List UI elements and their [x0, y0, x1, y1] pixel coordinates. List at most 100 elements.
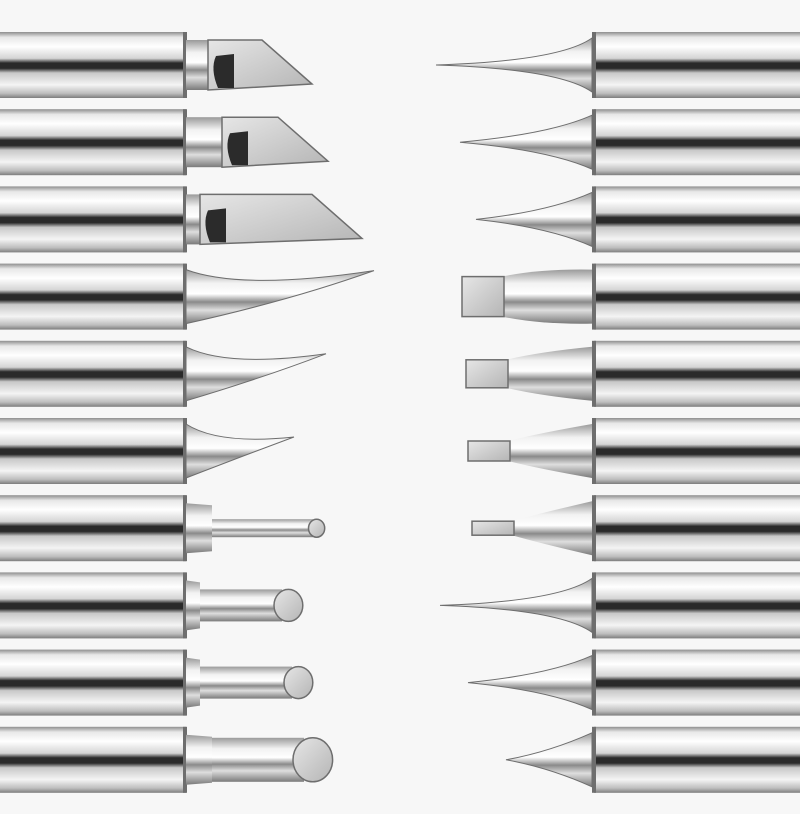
tip-conical-b-short: [459, 109, 800, 176]
barrel: [0, 649, 186, 716]
barrel-rim: [592, 109, 596, 176]
bent-tip: [185, 268, 375, 325]
barrel: [0, 263, 186, 330]
barrel: [0, 495, 186, 562]
blade-shadow: [213, 54, 234, 88]
cone: [439, 577, 593, 634]
tip-conical-i-fine: [435, 32, 800, 98]
bevel-face: [292, 737, 334, 783]
tip-bevel-c-small: [0, 495, 326, 562]
tip-knife-k-large: [0, 32, 314, 98]
neck: [186, 580, 200, 631]
shaft: [212, 737, 304, 782]
barrel-rim: [183, 186, 187, 253]
tip-knife-k-wide: [0, 186, 364, 253]
taper: [512, 501, 592, 556]
bevel-face: [273, 588, 304, 623]
tip-chisel-d-small: [467, 418, 800, 484]
neck: [186, 657, 200, 708]
cone: [475, 191, 593, 248]
shaft: [200, 666, 292, 699]
barrel: [594, 263, 800, 330]
bevel-face: [283, 665, 314, 700]
chisel-face: [471, 520, 515, 536]
tip-chisel-d-medium: [465, 340, 800, 407]
barrel-rim: [592, 572, 596, 639]
cone: [459, 114, 593, 170]
tip-bevel-c-medium: [0, 572, 304, 639]
bent-tip: [185, 423, 295, 479]
barrel-rim: [183, 109, 187, 176]
cone: [435, 37, 593, 93]
barrel-rim: [592, 340, 596, 407]
barrel-rim: [183, 572, 187, 639]
barrel: [0, 418, 186, 484]
cone: [505, 732, 593, 788]
barrel-rim: [592, 495, 596, 562]
tip-conical-b-fine: [505, 726, 800, 793]
barrel: [0, 726, 186, 793]
barrel-rim: [183, 726, 187, 793]
barrel: [594, 495, 800, 562]
neck: [186, 734, 212, 785]
chisel-face: [467, 440, 511, 462]
right-tip-column: [435, 32, 800, 793]
blade: [199, 193, 364, 246]
barrel: [0, 572, 186, 639]
neck: [186, 117, 222, 168]
tip-bent-is-short: [0, 418, 295, 484]
barrel-rim: [592, 32, 596, 98]
barrel: [0, 186, 186, 253]
barrel-rim: [592, 186, 596, 253]
cone: [467, 654, 593, 711]
barrel-rim: [183, 263, 187, 330]
neck: [186, 40, 208, 90]
barrel: [594, 572, 800, 639]
tip-conical-b-long: [467, 649, 800, 716]
barrel: [594, 186, 800, 253]
barrel-rim: [592, 263, 596, 330]
tip-bevel-c-large: [0, 649, 314, 716]
blade: [221, 116, 330, 168]
taper: [502, 269, 592, 324]
taper: [508, 424, 592, 478]
tip-chisel-d-large: [461, 263, 800, 330]
neck: [186, 503, 212, 554]
chisel-face: [461, 275, 505, 318]
tip-bent-is-medium: [0, 340, 327, 407]
barrel-rim: [183, 418, 187, 484]
tip-chisel-d-fine: [471, 495, 800, 562]
tip-bent-is-long: [0, 263, 375, 330]
barrel: [594, 340, 800, 407]
barrel: [594, 726, 800, 793]
chisel-face: [465, 359, 509, 389]
barrel: [0, 109, 186, 176]
tip-knife-k-small: [0, 109, 330, 176]
barrel-rim: [592, 649, 596, 716]
barrel-rim: [592, 418, 596, 484]
shaft: [200, 589, 282, 622]
barrel: [594, 109, 800, 176]
barrel-rim: [183, 495, 187, 562]
barrel-rim: [592, 726, 596, 793]
barrel: [594, 32, 800, 98]
tip-bevel-c-wide: [0, 726, 334, 793]
shaft: [212, 519, 313, 538]
tip-conical-i-long: [439, 572, 800, 639]
barrel-rim: [183, 340, 187, 407]
tip-conical-b-medium: [475, 186, 800, 253]
barrel: [594, 649, 800, 716]
neck: [186, 194, 200, 245]
left-tip-column: [0, 32, 375, 793]
barrel-rim: [183, 649, 187, 716]
blade-shadow: [205, 208, 226, 243]
barrel: [594, 418, 800, 484]
bevel-face: [307, 518, 326, 538]
barrel-rim: [183, 32, 187, 98]
barrel: [0, 32, 186, 98]
bent-tip: [185, 345, 327, 402]
barrel: [0, 340, 186, 407]
blade-shadow: [227, 131, 248, 166]
taper: [506, 346, 592, 401]
